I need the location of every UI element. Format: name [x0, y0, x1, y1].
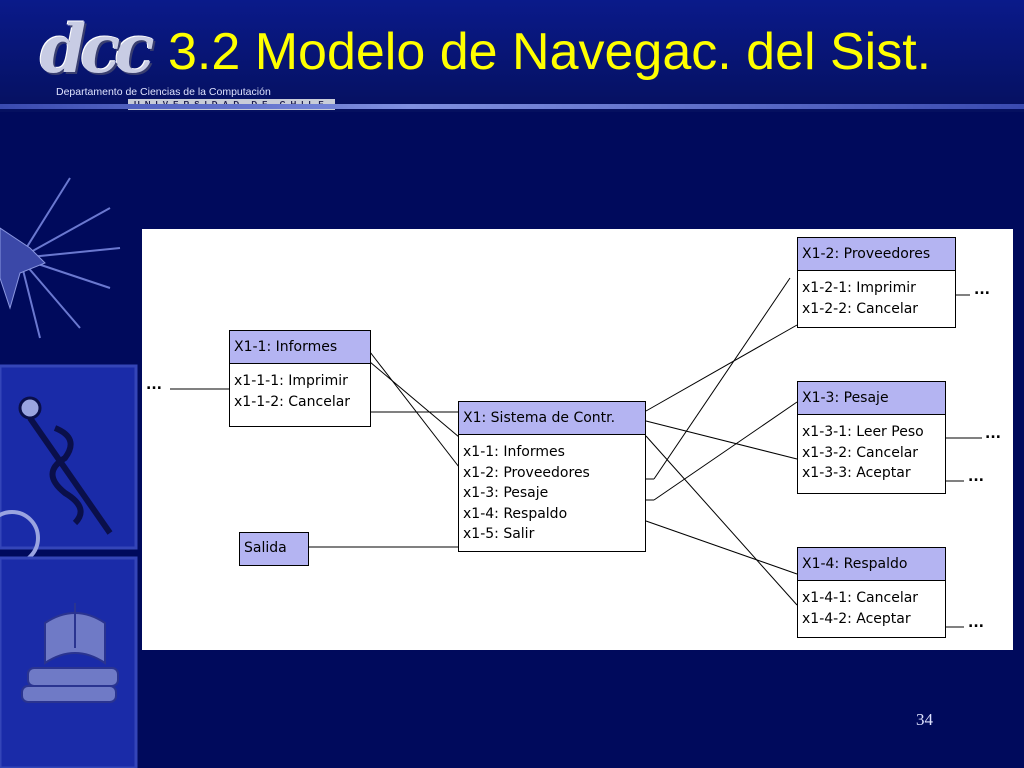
salida-box: Salida — [239, 532, 309, 566]
informes-menu-box: X1-1: Informes x1-1-1: Imprimir x1-1-2: … — [229, 330, 371, 427]
caduceus-icon — [18, 396, 113, 535]
department-name: Departamento de Ciencias de la Computaci… — [56, 86, 271, 98]
page-number: 34 — [916, 710, 933, 729]
respaldo-menu-box: X1-4: Respaldo x1-4-1: Cancelar x1-4-2: … — [797, 547, 946, 638]
star-icon — [0, 227, 46, 310]
ellipsis-informes: ... — [146, 377, 162, 393]
sistema-menu-box: X1: Sistema de Contr. x1-1: Informes x1-… — [458, 401, 646, 552]
respaldo-item-cancelar: x1-4-1: Cancelar — [802, 590, 919, 606]
proveedores-item-imprimir: x1-2-1: Imprimir — [802, 280, 916, 296]
ellipsis-aceptar-respaldo: ... — [968, 615, 984, 631]
header-divider — [0, 104, 1024, 109]
slide-header: dcc Departamento de Ciencias de la Compu… — [0, 0, 1024, 112]
proveedores-menu-title: X1-2: Proveedores — [798, 238, 955, 271]
decoration-art — [0, 177, 138, 768]
sistema-item-salir: x1-5: Salir — [463, 526, 535, 543]
respaldo-item-aceptar: x1-4-2: Aceptar — [802, 610, 911, 627]
informes-item-imprimir: x1-1-1: Imprimir — [234, 373, 348, 389]
ellipsis-proveedores: ... — [974, 282, 990, 298]
sistema-item-respaldo: x1-4: Respaldo — [463, 505, 568, 522]
left-decoration — [0, 118, 140, 768]
pesaje-item-leer-peso: x1-3-1: Leer Peso — [802, 424, 924, 440]
informes-menu-title: X1-1: Informes — [230, 331, 370, 364]
starburst-icon — [19, 177, 121, 339]
pesaje-item-aceptar: x1-3-3: Aceptar — [802, 465, 911, 482]
salida-title: Salida — [240, 533, 308, 565]
books-icon — [21, 603, 119, 703]
logo-lettering: dcc — [40, 10, 155, 88]
navigation-diagram: ... X1-1: Informes x1-1-1: Imprimir x1-1… — [142, 229, 1013, 650]
ellipsis-leer-peso: ... — [985, 426, 1001, 442]
ellipsis-aceptar-pesaje: ... — [968, 469, 984, 485]
pesaje-menu-title: X1-3: Pesaje — [798, 382, 945, 415]
dcc-logo: dcc — [14, 6, 155, 90]
proveedores-item-cancelar: x1-2-2: Cancelar — [802, 300, 919, 317]
sistema-item-proveedores: x1-2: Proveedores — [463, 464, 590, 481]
slide-title: 3.2 Modelo de Navegac. del Sist. — [168, 23, 932, 81]
pesaje-item-cancelar: x1-3-2: Cancelar — [802, 444, 919, 461]
sistema-item-informes: x1-1: Informes — [463, 444, 565, 460]
informes-item-cancelar: x1-1-2: Cancelar — [234, 393, 351, 410]
pesaje-menu-box: X1-3: Pesaje x1-3-1: Leer Peso x1-3-2: C… — [797, 381, 946, 494]
sistema-menu-title: X1: Sistema de Contr. — [459, 402, 645, 435]
proveedores-menu-box: X1-2: Proveedores x1-2-1: Imprimir x1-2-… — [797, 237, 956, 328]
respaldo-menu-title: X1-4: Respaldo — [798, 548, 945, 581]
sistema-item-pesaje: x1-3: Pesaje — [463, 485, 549, 502]
